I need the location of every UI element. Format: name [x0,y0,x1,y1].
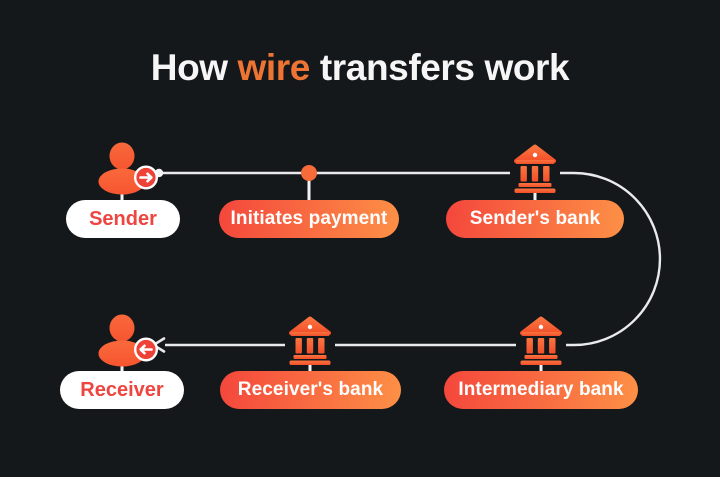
arrow-left-icon [139,344,153,355]
sender-label: Sender [89,207,157,230]
receivers-bank-label: Receiver's bank [237,379,384,400]
intermediary-bank-label: Intermediary bank [458,379,624,400]
bank-dot [307,324,313,330]
person-body [98,340,146,367]
person-head [109,142,135,170]
bank-column [318,338,325,354]
bank-base [524,355,558,359]
sender-label-pill: Sender [66,200,180,238]
bank-dot [538,324,544,330]
bank-slab [289,360,331,365]
receiver-person-icon [98,314,159,367]
bank-column [549,338,556,354]
bank-slab [514,188,556,193]
sender-person-icon [98,142,159,195]
title-suffix: transfers work [309,47,570,88]
title-prefix: How [150,47,238,88]
wire-path [159,171,662,347]
senders-bank-icon [510,144,560,193]
initiates-payment-label: Initiates payment [230,208,388,229]
payment-dot-icon [301,165,317,181]
senders-bank-label: Sender's bank [469,208,601,229]
person-head [109,314,135,342]
initiates-payment-pill: Initiates payment [219,200,399,238]
receivers-bank-pill: Receiver's bank [220,371,401,409]
arrow-right-icon [139,172,153,183]
bank-beam [521,332,561,336]
bank-beam [515,160,555,164]
bank-base [293,355,327,359]
bank-column [531,166,539,182]
title-highlight: wire [237,47,311,88]
page-title: How wire transfers work [0,47,720,89]
senders-bank-pill: Sender's bank [446,200,624,238]
bank-beam [290,332,330,336]
bank-column [295,338,302,354]
person-body [98,168,146,195]
receivers-bank-icon [285,316,335,365]
bank-column [543,166,550,182]
bank-base [518,183,552,187]
bank-dot [532,152,538,158]
receiver-label: Receiver [80,378,164,401]
intermediary-bank-pill: Intermediary bank [444,371,638,409]
bank-column [526,338,533,354]
intermediary-bank-icon [516,316,566,365]
receiver-label-pill: Receiver [60,371,184,409]
bank-column [537,338,545,354]
bank-column [520,166,527,182]
bank-column [306,338,314,354]
bank-slab [520,360,562,365]
